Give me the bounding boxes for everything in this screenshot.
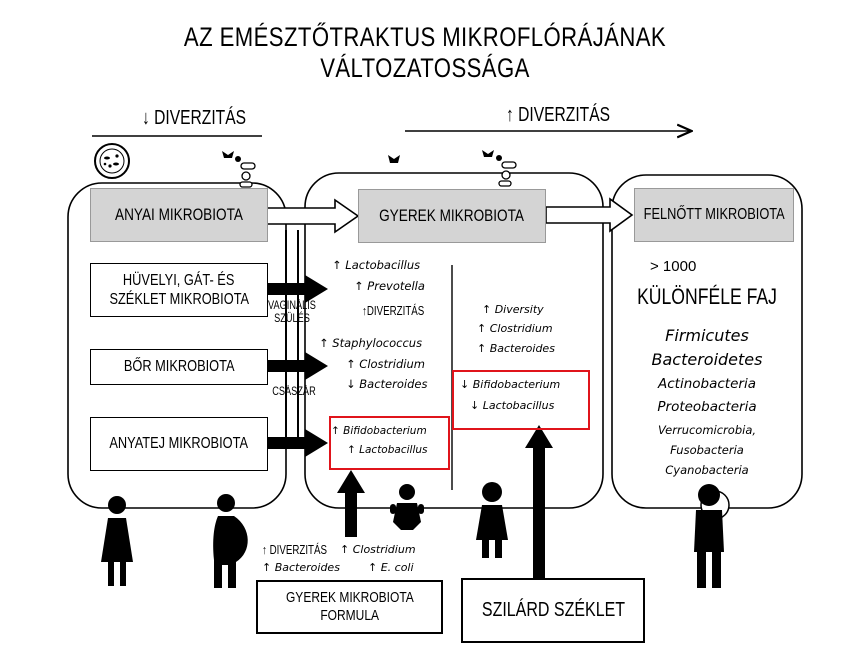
vaginal-effect-1: ↑ Lactobacillus — [332, 258, 421, 272]
phylum-cyanobacteria: Cyanobacteria — [665, 463, 749, 477]
vaginal-delivery-label: VAGINÁLIS SZÜLÉS — [268, 300, 316, 325]
child-to-adult-arrow — [545, 197, 634, 233]
decrease-diversity-label: ↓ DIVERZITÁS — [142, 107, 247, 129]
antibiotic-icon — [388, 155, 400, 163]
csaszar-effect-2: ↑ Clostridium — [346, 357, 425, 371]
child-icon — [476, 482, 508, 558]
page-title: AZ EMÉSZTŐTRAKTUS MIKROFLÓRÁJÁNAK VÁLTOZ… — [183, 22, 667, 83]
csaszar-label: CSÁSZÁR — [272, 386, 316, 398]
microbes-icon-right — [482, 150, 517, 187]
csaszar-effect-1: ↑ Staphylococcus — [319, 336, 423, 350]
formula-box: GYEREK MIKROBIOTA FORMULA — [256, 580, 443, 634]
adult-man-icon — [694, 484, 724, 588]
vaginal-microbiota-box: HÜVELYI, GÁT- ÉS SZÉKLET MIKROBIOTA — [90, 263, 268, 317]
bacteria-dish-icon — [94, 143, 130, 179]
skin-microbiota-box: BŐR MIKROBIOTA — [90, 349, 268, 385]
child-microbiota-header: GYEREK MIKROBIOTA — [358, 189, 546, 243]
formula-effect-clostridium: ↑ Clostridium — [340, 543, 416, 556]
phylum-verrucomicrobia: Verrucomicrobia, — [657, 423, 757, 437]
phylum-actinobacteria: Actinobacteria — [658, 376, 756, 392]
species-label: KÜLÖNFÉLE FAJ — [637, 284, 777, 309]
child-panel — [304, 172, 604, 509]
phylum-firmicutes: Firmicutes — [665, 326, 749, 345]
solid-food-decrease-box — [452, 370, 590, 430]
milk-effect-1: ↑ Bifidobacterium — [331, 425, 427, 437]
phylum-proteobacteria: Proteobacteria — [657, 399, 757, 415]
skin-arrow — [268, 352, 328, 380]
vaginal-arrow — [268, 275, 328, 303]
woman-icon — [101, 496, 133, 586]
microbes-icon-left — [222, 151, 256, 188]
formula-effect-diversity: ↑ DIVERZITÁS — [262, 543, 328, 557]
species-count: > 1000 — [650, 258, 697, 275]
baby-icon — [390, 484, 424, 530]
milk-effect-2: ↑ Lactobacillus — [347, 444, 428, 456]
solid-effect-2: ↑ Clostridium — [477, 322, 553, 335]
maternal-to-child-arrow — [265, 198, 360, 234]
solid-food-arrow — [525, 425, 553, 578]
phylum-bacteroidetes: Bacteroidetes — [651, 350, 763, 369]
solid-decrease-1: ↓ Bifidobacterium — [460, 378, 561, 391]
solid-effect-1: ↑ Diversity — [482, 303, 544, 316]
breast-milk-microbiota-box: ANYATEJ MIKROBIOTA — [90, 417, 268, 471]
pregnant-woman-icon — [213, 494, 248, 588]
vaginal-effect-3: ↑DIVERZITÁS — [362, 304, 425, 318]
milk-arrow — [268, 429, 328, 457]
solid-stool-box: SZILÁRD SZÉKLET — [461, 578, 645, 643]
phylum-fusobacteria: Fusobacteria — [670, 443, 744, 457]
solid-effect-3: ↑ Bacteroides — [477, 342, 555, 355]
formula-effect-bacteroides: ↑ Bacteroides — [262, 561, 340, 574]
formula-effect-ecoli: ↑ E. coli — [368, 561, 414, 574]
breast-milk-effects-box — [329, 416, 450, 470]
maternal-microbiota-header: ANYAI MIKROBIOTA — [90, 188, 268, 242]
adult-microbiota-header: FELNŐTT MIKROBIOTA — [634, 188, 794, 242]
solid-decrease-2: ↓ Lactobacillus — [470, 399, 555, 412]
formula-arrow — [337, 470, 365, 537]
csaszar-effect-3: ↓ Bacteroides — [346, 377, 428, 391]
vaginal-effect-2: ↑ Prevotella — [354, 279, 425, 293]
increase-diversity-label: ↑ DIVERZITÁS — [506, 104, 611, 126]
